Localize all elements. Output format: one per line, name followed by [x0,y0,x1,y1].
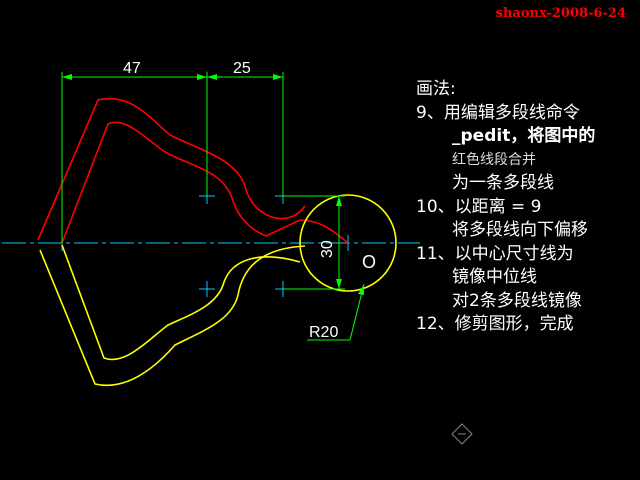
step-11-line-2: 镜像中位线 [452,267,537,287]
step-11-line-3: 对2条多段线镜像 [452,290,582,311]
step-12: 12、修剪图形，完成 [416,314,574,334]
dim-47-label: 47 [123,60,141,77]
dim-25-label: 25 [233,60,251,77]
dimension-lines [61,72,365,341]
step-10-line-2: 将多段线向下偏移 [452,220,588,240]
dim-30-label: 30 [319,240,336,258]
yellow-outer-polyline [39,245,306,387]
step-10-line-1: 10、以距离 = 9 [416,196,542,217]
red-outer-polyline [37,97,306,241]
dim-r20-label: R20 [309,324,338,341]
step-9-line-1: 9、用编辑多段线命令 [416,102,580,123]
center-o-label: O [362,252,376,272]
dimension-arrows [62,74,364,295]
author-watermark: shaonx-2008-6-24 [495,6,626,21]
instructions-panel: 画法: 9、用编辑多段线命令 _pedit，将图中的 红色线段合并 为一条多段线… [416,78,595,337]
instructions-heading: 画法: [416,79,456,99]
step-9-line-4: 为一条多段线 [452,173,554,193]
step-9-line-2: _pedit，将图中的 [452,126,596,146]
r20-circle [299,194,397,292]
ucs-icon [451,423,473,445]
red-inner-polyline [61,121,349,244]
step-9-line-3: 红色线段合并 [452,151,536,168]
step-11-line-1: 11、以中心尺寸线为 [416,243,574,264]
yellow-inner-polyline [61,244,301,361]
